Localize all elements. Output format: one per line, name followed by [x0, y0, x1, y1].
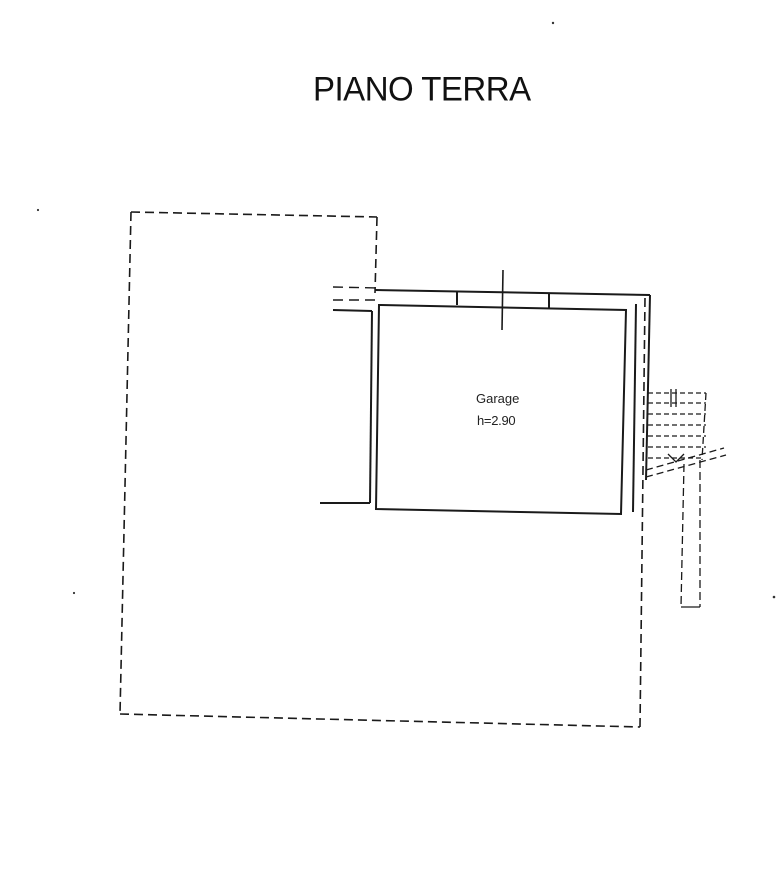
- stair-treads: [648, 392, 706, 459]
- lot-boundary-left: [119, 211, 132, 715]
- section-marker: [501, 269, 504, 331]
- room-height-label: h=2.90: [477, 413, 516, 428]
- lot-boundary-right: [639, 297, 646, 728]
- scan-specks: [36, 21, 776, 599]
- garage-walls: [320, 289, 651, 516]
- exterior-staircase: [645, 389, 727, 608]
- neighbor-edge: [332, 286, 378, 301]
- outer-wall-top: [374, 289, 651, 296]
- outer-wall-right: [645, 294, 651, 481]
- stair-side-right: [701, 392, 707, 461]
- stair-lower-left: [680, 463, 685, 608]
- inner-wall-left: [369, 310, 373, 504]
- stair-arrow: [667, 453, 685, 463]
- stair-break-line-2: [645, 447, 725, 471]
- lot-boundary-bottom: [119, 713, 641, 728]
- room-name-label: Garage: [476, 391, 520, 406]
- garage-room-outline: [374, 303, 628, 516]
- floor-plan-title: PIANO TERRA: [313, 69, 531, 108]
- stair-break-line-1: [645, 454, 727, 478]
- lot-boundary: [119, 211, 646, 728]
- right-wall-inner: [632, 303, 637, 513]
- lot-boundary-top: [130, 211, 378, 218]
- lot-boundary-step: [374, 216, 378, 294]
- inner-wall-top-left: [332, 309, 373, 312]
